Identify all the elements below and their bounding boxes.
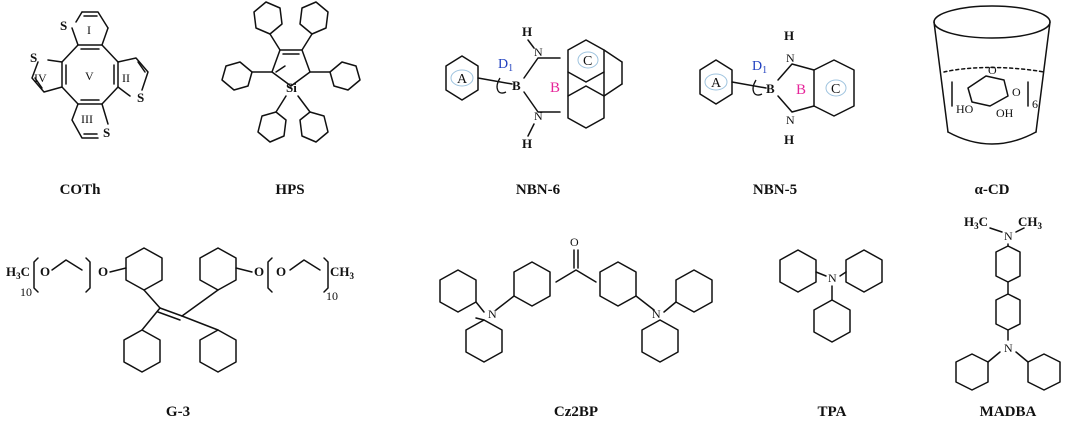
phenyl-top-right xyxy=(299,1,329,51)
ring-label-v: V xyxy=(85,69,94,83)
ring-label-iii: III xyxy=(81,112,93,126)
sulfur-atom-3: S xyxy=(103,125,110,140)
ch3-right-g3: CH3 xyxy=(330,264,355,281)
caption-nbn6: NBN-6 xyxy=(516,182,561,198)
caption-madba: MADBA xyxy=(980,404,1037,420)
oh-right-acd: OH xyxy=(996,106,1014,120)
oxygen-peg-right-g3: O xyxy=(276,264,286,279)
hydrogen-top-nbn5: H xyxy=(784,28,794,43)
phenyl-bottom-right xyxy=(297,95,329,143)
oxygen-peg-left-g3: O xyxy=(40,264,50,279)
hydrogen-top-nbn6: H xyxy=(522,24,532,39)
ring-a xyxy=(445,55,479,101)
nbn6-structure: A D1 B N N H H B C xyxy=(445,24,623,151)
ring-b-label-nbn6: B xyxy=(550,80,560,96)
nbn5-structure: A D1 B N N H H B C xyxy=(699,28,855,147)
g3-structure: H3C O 10 O O O CH3 10 xyxy=(6,247,355,373)
ring-a-label: A xyxy=(457,72,468,87)
nitrogen-right-cz: N xyxy=(652,307,661,321)
subscript-ten-right-g3: 10 xyxy=(326,289,338,303)
caption-tpa: TPA xyxy=(818,404,847,420)
caption-coth: COTh xyxy=(60,182,102,198)
ch3-madba: CH3 xyxy=(1018,214,1043,231)
coth-structure: S S S S I II III IV V xyxy=(30,11,149,140)
boron-atom-nbn5: B xyxy=(766,81,775,96)
tpa-structure: N xyxy=(779,249,883,343)
ring-oxygen-acd: O xyxy=(988,63,997,77)
glycosidic-oxygen-acd: O xyxy=(1012,85,1021,99)
oxygen-right-g3: O xyxy=(254,264,264,279)
subscript-six-acd: 6 xyxy=(1032,97,1038,111)
nitrogen-left-cz: N xyxy=(488,307,497,321)
d1-label-nbn6: D1 xyxy=(498,57,513,74)
oxygen-left-g3: O xyxy=(98,264,108,279)
nitrogen-aryl-madba: N xyxy=(1004,341,1013,355)
nitrogen-amine-madba: N xyxy=(1004,229,1013,243)
nitrogen-tpa: N xyxy=(828,271,837,285)
phenyl-left xyxy=(221,61,273,91)
phenyl-right xyxy=(309,61,361,91)
nitrogen-bottom-nbn6: N xyxy=(534,109,543,123)
ring-c-label-nbn6: C xyxy=(583,54,592,69)
caption-cz2bp: Cz2BP xyxy=(554,404,598,420)
sulfur-atom-2: S xyxy=(137,90,144,105)
subscript-ten-left-g3: 10 xyxy=(20,285,32,299)
caption-g3: G-3 xyxy=(166,404,190,420)
caption-nbn5: NBN-5 xyxy=(753,182,797,198)
ring-b-label-nbn5: B xyxy=(796,82,806,98)
hydrogen-bottom-nbn6: H xyxy=(522,136,532,151)
hps-structure: Si xyxy=(221,1,361,143)
phenyl-top-left xyxy=(253,1,283,51)
cz2bp-structure: O N N xyxy=(439,235,713,363)
sulfur-atom-1: S xyxy=(60,18,67,33)
nitrogen-bottom-nbn5: N xyxy=(786,113,795,127)
madba-structure: H3C N CH3 N xyxy=(955,214,1061,391)
d1-label-nbn5: D1 xyxy=(752,59,767,76)
phenyl-bottom-left xyxy=(257,95,287,143)
sulfur-atom-4: S xyxy=(30,50,37,65)
boron-atom-nbn6: B xyxy=(512,78,521,93)
caption-hps: HPS xyxy=(275,182,304,198)
silicon-atom: Si xyxy=(286,80,297,95)
ring-label-ii: II xyxy=(122,71,130,85)
ring-label-i: I xyxy=(87,23,91,37)
nitrogen-top-nbn5: N xyxy=(786,51,795,65)
h3c-madba: H3C xyxy=(964,214,988,231)
caption-acd: α-CD xyxy=(974,182,1009,198)
ring-c-label-nbn5: C xyxy=(831,82,840,97)
ring-a-label-nbn5: A xyxy=(711,76,722,91)
ho-left-acd: HO xyxy=(956,102,974,116)
acd-structure: O HO OH O 6 xyxy=(933,5,1051,145)
carbonyl-oxygen: O xyxy=(570,235,579,249)
hydrogen-bottom-nbn5: H xyxy=(784,132,794,147)
h3c-left-g3: H3C xyxy=(6,264,30,281)
nitrogen-top-nbn6: N xyxy=(534,45,543,59)
ring-label-iv: IV xyxy=(34,71,47,85)
